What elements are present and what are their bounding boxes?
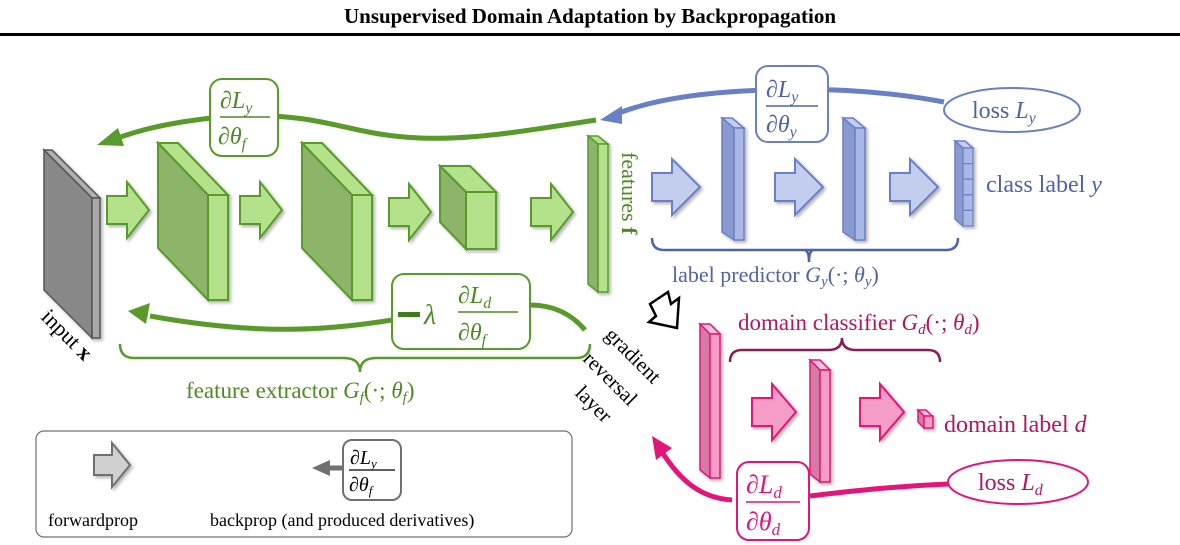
forward-arrow-pink	[859, 381, 906, 443]
legend-forward-arrow-icon	[93, 440, 132, 490]
derivative-box-blue: ∂Ly ∂θy	[755, 65, 829, 143]
svg-text:∂θy: ∂θy	[766, 112, 798, 141]
arrowhead-green	[128, 303, 150, 324]
feature-extractor-brace	[118, 343, 592, 373]
domain-layer-1	[698, 322, 722, 480]
svg-text:λ: λ	[423, 300, 436, 331]
legend-forwardprop-label: forwardprop	[48, 510, 138, 530]
label-layer-1	[719, 116, 747, 242]
input-image	[42, 148, 102, 340]
domain-label: domain label d	[944, 412, 1088, 438]
loss-d-node	[947, 459, 1089, 505]
svg-text:∂θf: ∂θf	[458, 320, 489, 349]
backprop-arrow-green-top	[117, 113, 597, 141]
derivative-box-green-top: ∂Ly ∂θf	[209, 78, 279, 157]
feature-extractor-label: feature extractor Gf(·; θf)	[186, 378, 414, 406]
loss-d-label: loss Ld	[978, 470, 1044, 499]
forward-arrow-green	[530, 181, 575, 243]
label-predictor-brace	[650, 237, 960, 263]
class-label: class label y	[986, 172, 1102, 198]
svg-text:∂θd: ∂θd	[746, 507, 781, 539]
svg-text:∂Ld: ∂Ld	[458, 283, 492, 312]
label-layer-2	[840, 116, 868, 242]
svg-text:∂Ly: ∂Ly	[766, 77, 799, 106]
feature-layer-1	[155, 140, 231, 303]
svg-text:∂θf: ∂θf	[218, 124, 249, 153]
feature-layer-3	[437, 163, 499, 252]
features-vector	[585, 134, 611, 294]
derivative-box-pink: ∂Ld ∂θd	[736, 461, 810, 541]
domain-classifier-label: domain classifier Gd(·; θd)	[738, 310, 980, 338]
legend-backprop-label: backprop (and produced derivatives)	[210, 510, 474, 531]
backprop-arrow-pink	[659, 450, 949, 503]
legend-derivative-den: ∂θf	[349, 474, 375, 498]
title-rule	[0, 33, 1180, 36]
backprop-arrow-green-mid	[149, 302, 587, 332]
forward-arrow-green	[239, 179, 284, 241]
arrowhead-green	[97, 128, 124, 146]
domain-classifier-brace	[728, 337, 942, 363]
forward-arrow-green	[106, 179, 151, 241]
svg-text:∂Ly: ∂Ly	[220, 88, 253, 117]
feature-layer-2	[299, 140, 375, 303]
forward-arrow-blue	[774, 156, 825, 218]
class-output-vector	[953, 139, 975, 228]
loss-y-label: loss Ly	[972, 98, 1037, 127]
arrowhead-pink	[652, 436, 672, 460]
forward-arrow-blue	[889, 156, 940, 218]
domain-output-cube	[916, 408, 934, 430]
label-predictor-label: label predictor Gy(·; θy)	[672, 262, 879, 290]
forward-arrow-green	[388, 181, 433, 243]
loss-y-node	[943, 87, 1081, 133]
gradient-reversal-arrow	[646, 289, 681, 330]
legend-derivative-num: ∂Ly	[350, 447, 377, 471]
page-title: Unsupervised Domain Adaptation by Backpr…	[343, 4, 837, 28]
arrowhead-blue	[600, 106, 622, 124]
features-label: features f	[617, 152, 642, 235]
domain-layer-2	[808, 358, 832, 484]
derivative-box-green-mid: λ ∂Ld ∂θf	[391, 273, 531, 350]
legend: forwardprop ∂Ly ∂θf backprop (and produc…	[35, 430, 573, 538]
svg-text:∂Ld: ∂Ld	[746, 470, 782, 502]
forward-arrow-blue	[651, 156, 702, 218]
forward-arrow-pink	[751, 381, 798, 443]
